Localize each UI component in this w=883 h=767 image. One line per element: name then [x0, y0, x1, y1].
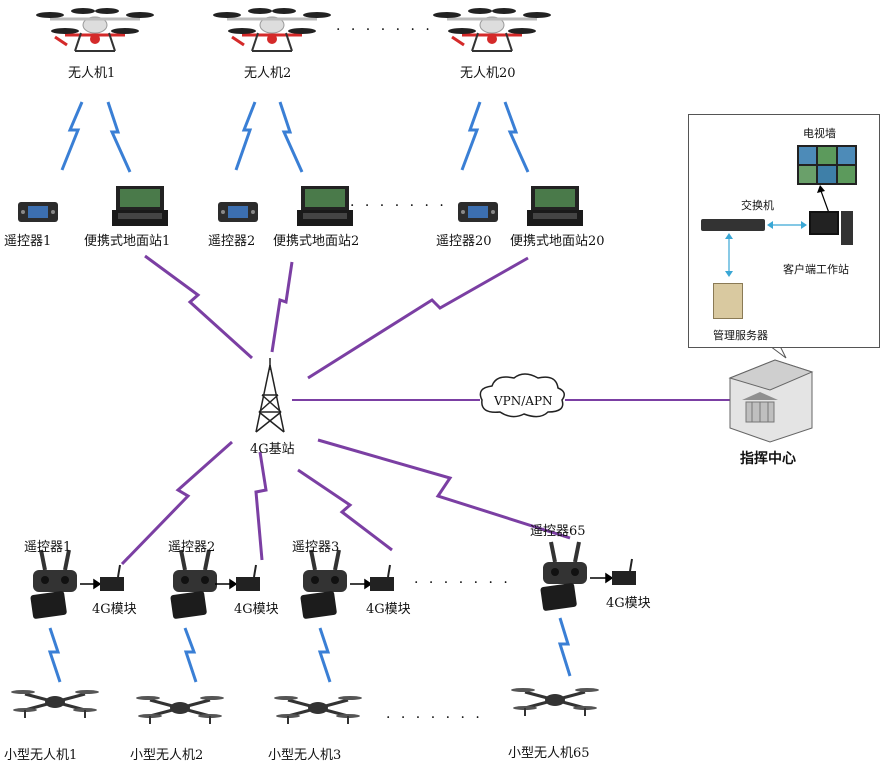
bottom-remote-1-label: 遥控器1: [24, 540, 72, 555]
workstation-monitor-icon: [809, 211, 839, 235]
switch-label: 交换机: [741, 199, 774, 212]
ground-station-20-label: 便携式地面站20: [510, 234, 605, 249]
top-wireless-links: [60, 101, 530, 173]
ellipsis-bottom-remotes: · · · · · · ·: [414, 575, 511, 591]
arrow-to-tv-wall: [817, 185, 830, 214]
ellipsis-bottom-drones: · · · · · · ·: [386, 710, 483, 726]
remote-2-label: 遥控器2: [208, 234, 256, 249]
ellipsis-top-drones: · · · · · · ·: [336, 22, 433, 38]
bottom-remote-3-label: 遥控器3: [292, 540, 340, 555]
cell-tower-icon: [255, 358, 285, 433]
command-center-label: 指挥中心: [740, 451, 796, 467]
drone-1-icon: [34, 6, 156, 53]
ground-station-20-icon: [527, 186, 583, 226]
network-switch-icon: [701, 219, 765, 231]
switch-server-arrow: [725, 233, 733, 277]
tv-wall-label: 电视墙: [803, 127, 836, 140]
4g-module-3-label: 4G模块: [366, 602, 411, 617]
small-drone-2-label: 小型无人机2: [130, 748, 204, 763]
bottom-remote-65-label: 遥控器65: [530, 524, 586, 539]
small-drone-65-icon: [509, 686, 601, 718]
ground-station-2-label: 便携式地面站2: [273, 234, 360, 249]
handheld-remote-65-icon: [538, 540, 589, 614]
remote-2-icon: [218, 202, 258, 222]
management-server-icon: [713, 283, 743, 319]
handheld-remote-2-icon: [168, 548, 219, 622]
workstation-label: 客户端工作站: [783, 263, 849, 276]
base-station-label: 4G基站: [250, 442, 295, 457]
small-drone-65-label: 小型无人机65: [508, 746, 590, 761]
4g-module-1-icon: [99, 564, 125, 592]
4g-module-3-icon: [369, 564, 395, 592]
ground-station-1-label: 便携式地面站1: [84, 234, 171, 249]
drone-20-icon: [431, 6, 553, 53]
command-center-building-icon: [728, 359, 814, 443]
small-drone-3-icon: [272, 694, 364, 726]
small-drone-3-label: 小型无人机3: [268, 748, 342, 763]
server-label: 管理服务器: [713, 329, 768, 342]
small-drone-2-icon: [134, 694, 226, 726]
remote-20-icon: [458, 202, 498, 222]
4g-module-1-label: 4G模块: [92, 602, 137, 617]
ellipsis-top-ground: · · · · · · ·: [350, 198, 447, 214]
4g-module-65-label: 4G模块: [606, 596, 651, 611]
uplink-bolts-top: [144, 254, 529, 380]
bottom-wireless-links: [47, 617, 572, 683]
drone-20-label: 无人机20: [460, 66, 516, 81]
4g-module-65-icon: [611, 558, 637, 586]
workstation-tower-icon: [841, 211, 853, 245]
bottom-remote-2-label: 遥控器2: [168, 540, 216, 555]
4g-module-2-icon: [235, 564, 261, 592]
ground-station-1-icon: [112, 186, 168, 226]
drone-2-icon: [211, 6, 333, 53]
command-center-detail-panel: 电视墙 交换机 客户端工作站 管理服务器: [688, 114, 880, 348]
vpn-apn-label: VPN/APN: [494, 394, 553, 408]
ground-station-2-icon: [297, 186, 353, 226]
switch-workstation-arrow: [767, 221, 807, 229]
4g-module-2-label: 4G模块: [234, 602, 279, 617]
handheld-remote-1-icon: [28, 548, 79, 622]
drone-1-label: 无人机1: [68, 66, 116, 81]
remote-1-label: 遥控器1: [4, 234, 52, 249]
remote-1-icon: [18, 202, 58, 222]
small-drone-1-icon: [9, 688, 101, 720]
drone-2-label: 无人机2: [244, 66, 292, 81]
remote-20-label: 遥控器20: [436, 234, 492, 249]
downlink-bolts-bottom: [120, 438, 571, 566]
handheld-remote-3-icon: [298, 548, 349, 622]
tv-wall-icon: [797, 145, 857, 185]
cloud-icon: [479, 373, 565, 418]
small-drone-1-label: 小型无人机1: [4, 748, 78, 763]
module-arrows: [80, 572, 614, 590]
